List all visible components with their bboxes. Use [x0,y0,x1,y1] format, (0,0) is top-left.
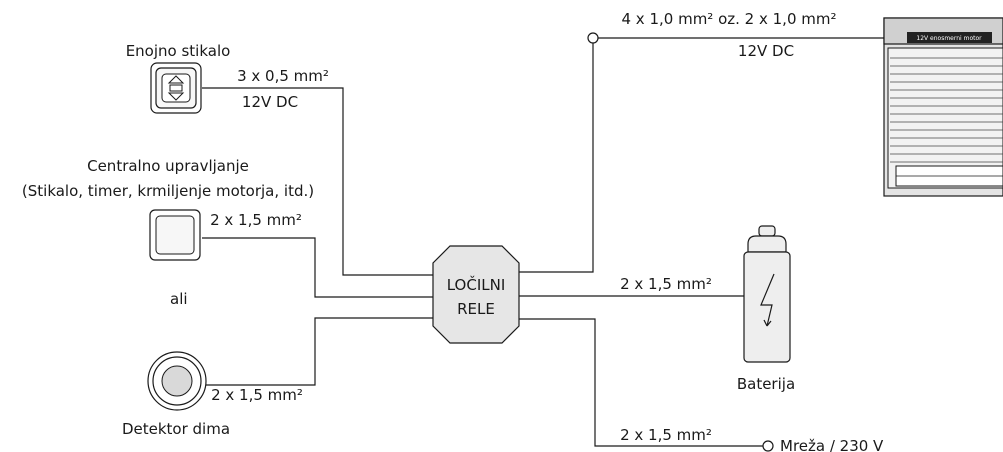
central-control-switch [149,209,201,261]
smoke-cable-label: 2 x 1,5 mm² [211,386,303,404]
motor-wire [518,42,594,273]
mains-terminal [762,440,774,452]
lightning-icon [760,273,775,327]
mains-cable-label: 2 x 1,5 mm² [620,426,712,444]
central-control-title: Centralno upravljanje [87,157,249,175]
motor-voltage-label: 12V DC [738,42,794,60]
battery-label: Baterija [737,375,795,393]
smoke-detector-label: Detektor dima [122,420,230,438]
central-cable-label: 2 x 1,5 mm² [210,211,302,229]
isolating-relay [432,245,520,344]
smoke-detector [147,351,207,411]
or-text: ali [170,290,188,308]
single-switch [150,62,202,114]
central-control-wire [202,237,434,298]
motor-badge [907,32,992,43]
arrow-down-icon [167,92,185,101]
switch-cable-label: 3 x 0,5 mm² [237,67,329,85]
wires [202,32,885,452]
battery [743,225,791,363]
mains-wire [518,318,763,447]
relay-label-line1: LOČILNI [447,275,506,294]
single-switch-label: Enojno stikalo [126,42,231,60]
smoke-detector-wire [204,317,434,386]
battery-cable-label: 2 x 1,5 mm² [620,275,712,293]
arrow-up-icon [167,75,185,84]
motor-badge-label: 12V enosmerni motor [916,35,982,42]
motor-terminal [587,32,599,44]
switch-voltage-label: 12V DC [242,93,298,111]
shutter-slats [890,57,1003,163]
roller-shutter-motor: 12V enosmerni motor [883,17,1003,197]
relay-label-line2: RELE [457,300,495,318]
mains-label: Mreža / 230 V [780,437,884,452]
motor-cable-label: 4 x 1,0 mm² oz. 2 x 1,0 mm² [622,10,837,28]
central-control-subtitle: (Stikalo, timer, krmiljenje motorja, itd… [22,182,314,200]
switch-wire [202,87,434,276]
